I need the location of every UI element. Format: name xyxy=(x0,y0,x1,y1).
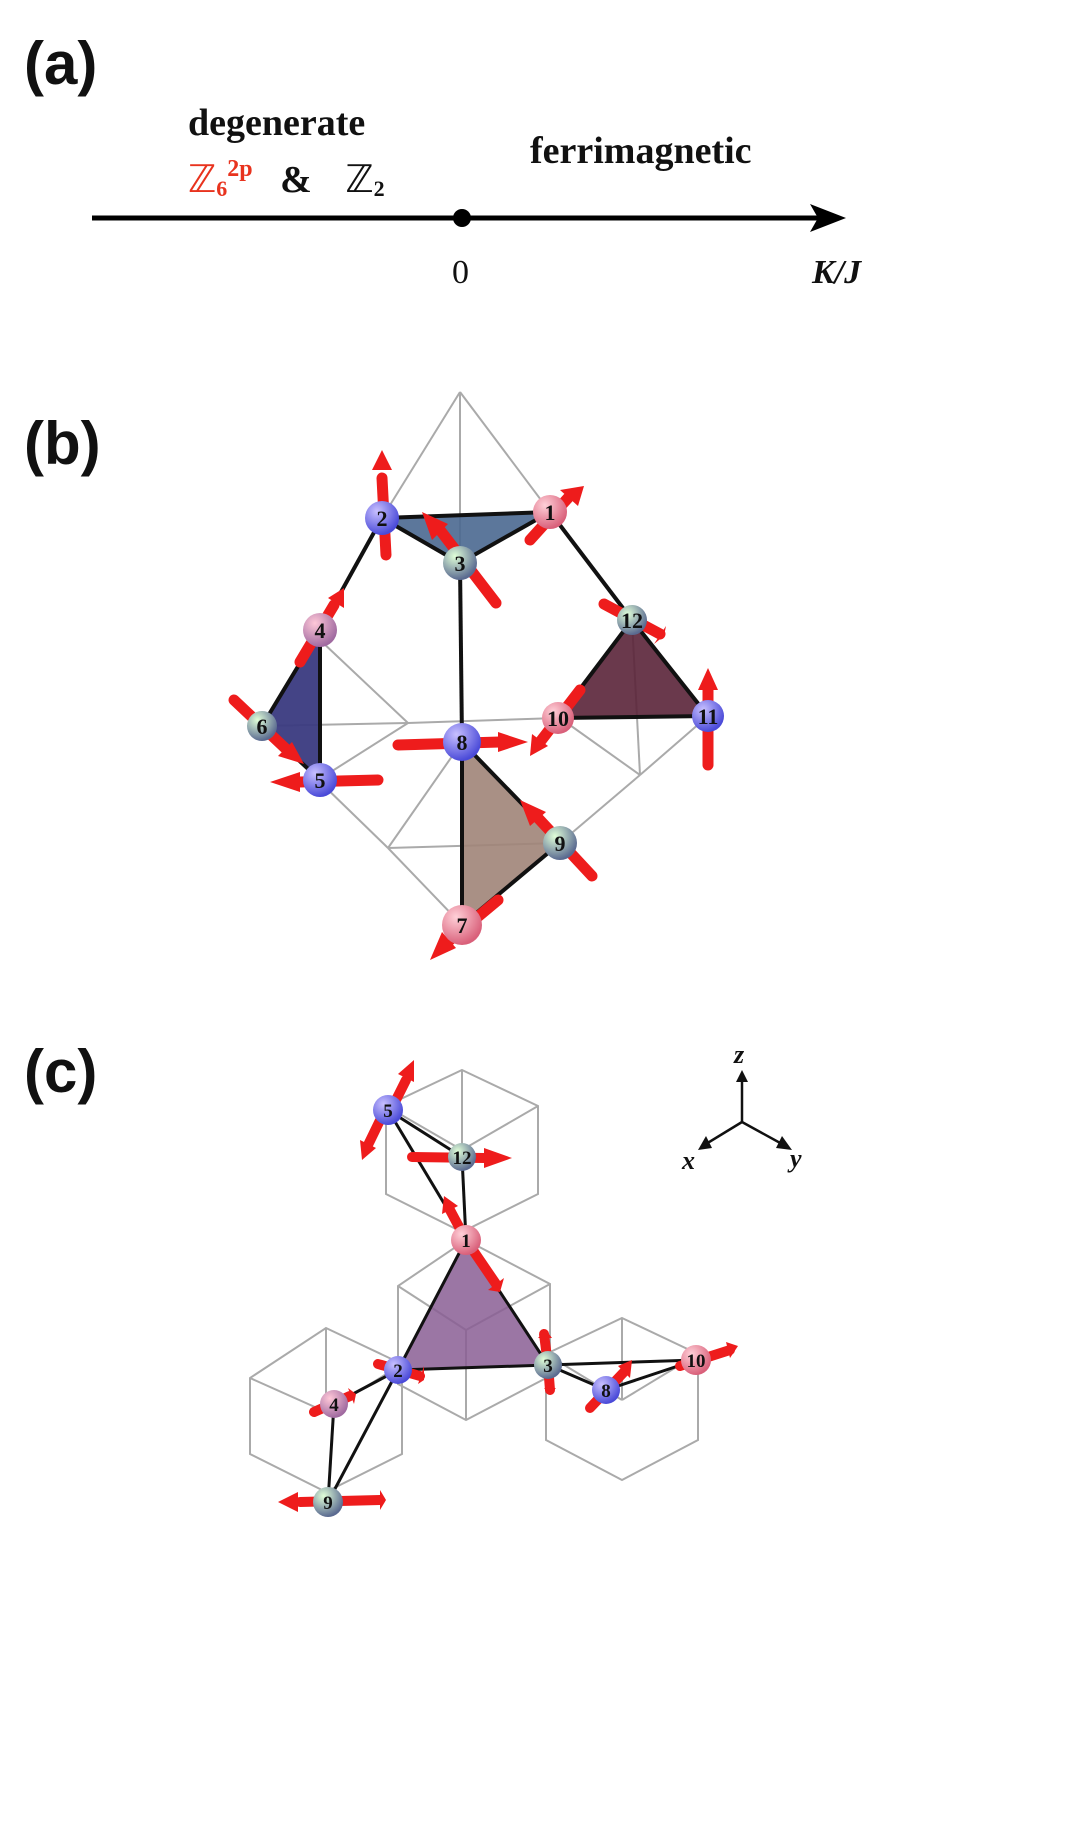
ampersand: & xyxy=(280,159,312,201)
site-c-4-label: 4 xyxy=(329,1395,339,1416)
site-c-8-label: 8 xyxy=(601,1381,611,1402)
phase-axis xyxy=(92,204,846,232)
origin-label: 0 xyxy=(452,254,469,291)
z6-subscript: 6 xyxy=(216,176,228,201)
site-c-10 xyxy=(681,1345,711,1375)
site-b-9 xyxy=(543,826,577,860)
site-c-12-label: 12 xyxy=(453,1148,472,1169)
phase-axis-arrowhead xyxy=(810,204,846,232)
site-b-4-label: 4 xyxy=(315,618,326,643)
site-c-4 xyxy=(320,1390,348,1418)
axis-x-label: x xyxy=(682,1146,695,1175)
site-b-6 xyxy=(247,711,277,741)
bonds-c xyxy=(326,1108,697,1503)
site-c-9-label: 9 xyxy=(323,1493,333,1514)
triangle-right xyxy=(558,620,708,718)
axes-triad xyxy=(698,1070,792,1150)
site-b-7-label: 7 xyxy=(457,913,468,938)
z2-subscript: 2 xyxy=(373,176,385,201)
site-c-2-label: 2 xyxy=(393,1361,403,1382)
z6-superscript: 2p xyxy=(227,156,253,182)
triangle-left xyxy=(262,630,320,780)
site-b-4 xyxy=(303,613,337,647)
site-b-1 xyxy=(533,495,567,529)
site-b-5-label: 5 xyxy=(315,768,326,793)
site-b-10 xyxy=(542,702,574,734)
site-c-8 xyxy=(592,1376,620,1404)
axis-y-label: y xyxy=(790,1144,802,1173)
right-phase-title: ferrimagnetic xyxy=(530,130,752,172)
site-b-5 xyxy=(303,763,337,797)
z2-symbol: ℤ xyxy=(345,159,374,201)
cluster-b-diagram: 1 2 3 4 5 6 7 8 9 10 11 12 xyxy=(228,391,724,960)
site-b-3 xyxy=(443,546,477,580)
panel-b-label: (b) xyxy=(24,410,101,477)
site-c-5 xyxy=(373,1095,403,1125)
site-b-10-label: 10 xyxy=(547,706,569,731)
panel-a-label: (a) xyxy=(24,30,98,97)
sites-c: 1 2 3 4 5 8 9 10 12 xyxy=(313,1095,711,1517)
left-phase-symbols: ℤ62p & ℤ2 xyxy=(188,157,385,200)
panel-c-label: (c) xyxy=(24,1038,98,1105)
site-b-11-label: 11 xyxy=(698,704,719,729)
site-c-2 xyxy=(384,1356,412,1384)
triangle-bottom xyxy=(462,742,560,925)
site-c-1-label: 1 xyxy=(461,1231,471,1252)
spin-arrows-c xyxy=(278,1060,738,1512)
axis-z-label: z xyxy=(734,1040,745,1069)
site-c-1 xyxy=(451,1225,481,1255)
site-b-6-label: 6 xyxy=(257,714,268,739)
site-b-7 xyxy=(442,905,482,945)
site-b-1-label: 1 xyxy=(545,500,556,525)
sites-b: 1 2 3 4 5 6 7 8 9 10 11 12 xyxy=(247,495,724,945)
site-b-2-label: 2 xyxy=(377,506,388,531)
site-c-5-label: 5 xyxy=(383,1101,393,1122)
site-b-3-label: 3 xyxy=(455,551,466,576)
site-b-11 xyxy=(692,700,724,732)
site-c-9 xyxy=(313,1487,343,1517)
site-b-2 xyxy=(365,501,399,535)
triangle-center xyxy=(398,1240,548,1370)
cluster-c-diagram: 1 2 3 4 5 8 9 10 12 xyxy=(249,1060,792,1517)
site-c-3 xyxy=(534,1351,562,1379)
site-c-10-label: 10 xyxy=(687,1351,706,1372)
phase-boundary-dot xyxy=(453,209,471,227)
site-b-12-label: 12 xyxy=(621,608,643,633)
left-phase-title: degenerate xyxy=(188,102,366,144)
site-c-12 xyxy=(448,1143,476,1171)
site-b-8 xyxy=(443,723,481,761)
site-c-3-label: 3 xyxy=(543,1356,553,1377)
z6-symbol: ℤ xyxy=(188,159,217,201)
triangle-top xyxy=(382,512,550,563)
site-b-12 xyxy=(617,605,647,635)
site-b-9-label: 9 xyxy=(555,831,566,856)
axis-label: K/J xyxy=(812,254,862,291)
site-b-8-label: 8 xyxy=(457,730,468,755)
